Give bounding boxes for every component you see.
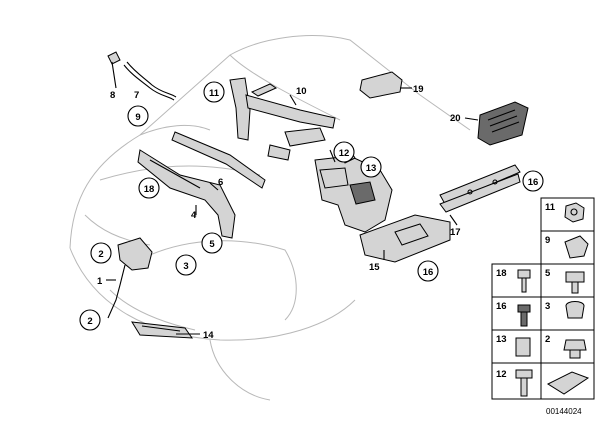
expansion-nut-icon [565, 301, 585, 319]
label-7: 7 [134, 90, 139, 101]
reference-number: 00144024 [546, 407, 582, 416]
callout-16-right: 16 [528, 177, 539, 188]
callout-9: 9 [135, 112, 140, 123]
legend-2: 2 [545, 334, 550, 345]
callout-16: 16 [423, 267, 434, 278]
part-20-module [477, 101, 529, 146]
part-7-rod [123, 61, 177, 101]
bolt-icon [517, 269, 531, 293]
legend-18: 18 [496, 268, 507, 279]
callout-18: 18 [144, 184, 155, 195]
label-15: 15 [369, 262, 380, 273]
callout-2-upper: 2 [98, 249, 103, 260]
callout-11: 11 [209, 88, 220, 99]
fastener-legend: 11 9 18 5 16 3 13 2 12 [491, 197, 595, 400]
label-4: 4 [191, 210, 197, 221]
label-1: 1 [97, 276, 103, 287]
screw-icon [565, 271, 585, 294]
wedge-icon [546, 371, 590, 395]
legend-16: 16 [496, 301, 507, 312]
part-15-bracket [359, 214, 451, 263]
legend-5: 5 [545, 268, 551, 279]
label-19: 19 [413, 84, 424, 95]
circled-callouts: 9 11 12 13 18 5 3 2 2 16 16 [79, 81, 544, 331]
number-labels: 8 7 10 6 4 1 14 17 15 19 20 [97, 84, 461, 341]
car-outline [69, 35, 471, 401]
leader-lines [106, 87, 479, 335]
part-17-bar [439, 164, 521, 213]
clip-icon [564, 235, 589, 259]
part-6-strut [171, 131, 266, 189]
hex-bolt-icon [515, 369, 533, 397]
label-6: 6 [218, 177, 223, 188]
part-10-cross-member [229, 77, 336, 161]
legend-12: 12 [496, 369, 507, 380]
screw-washer-icon [517, 304, 531, 327]
part-1-support [107, 237, 153, 319]
callout-12: 12 [339, 148, 350, 159]
callout-2-lower: 2 [87, 316, 92, 327]
label-14: 14 [203, 330, 214, 341]
part-8-pipe [107, 51, 121, 89]
part-4-side-member [137, 149, 236, 239]
callout-3: 3 [183, 261, 188, 272]
legend-3: 3 [545, 301, 550, 312]
legend-11: 11 [545, 202, 556, 213]
label-10: 10 [296, 86, 307, 97]
legend-13: 13 [496, 334, 507, 345]
label-8: 8 [110, 90, 115, 101]
part-center-bracket [314, 149, 393, 233]
part-19-cover [359, 71, 403, 99]
callout-13: 13 [366, 163, 377, 174]
clip-nut-icon [515, 337, 531, 357]
nut-icon [564, 202, 585, 223]
callout-5: 5 [209, 239, 215, 250]
cap-icon [563, 339, 587, 359]
legend-9: 9 [545, 235, 550, 246]
label-20: 20 [450, 113, 461, 124]
part-14-plate [131, 321, 194, 339]
label-17: 17 [450, 227, 461, 238]
